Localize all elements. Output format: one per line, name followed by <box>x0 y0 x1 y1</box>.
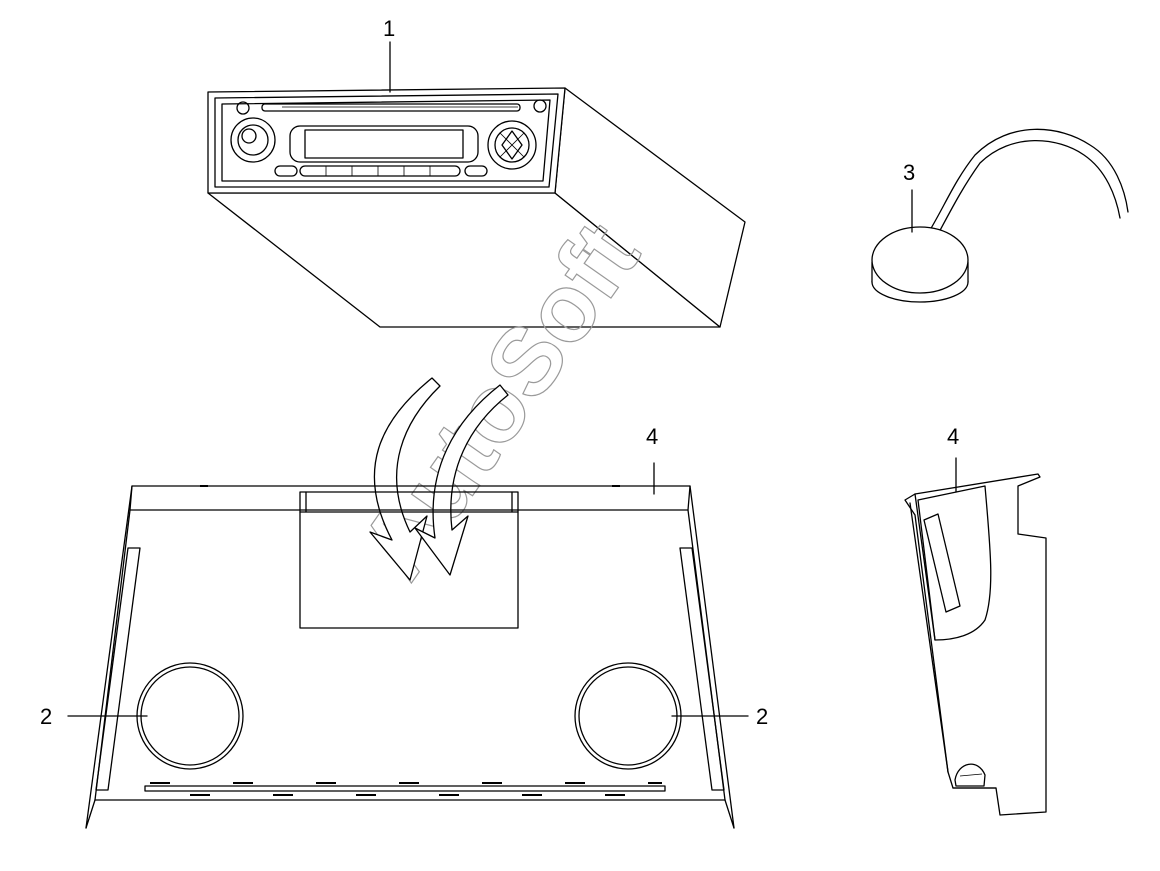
console-slot-left <box>95 547 141 791</box>
grille-strip <box>144 785 666 792</box>
console-side <box>904 473 1047 816</box>
preset-buttons-row <box>299 165 461 177</box>
screw-icon <box>533 99 547 113</box>
callout-label-2-left: 2 <box>40 704 52 729</box>
antenna-puck <box>871 226 969 294</box>
callout-4-front: 4 <box>646 424 658 495</box>
cd-slot <box>261 103 521 112</box>
callout-label-1: 1 <box>383 16 395 41</box>
callout-label-4-side: 4 <box>947 424 959 449</box>
speaker-opening-right <box>574 662 682 770</box>
speaker-opening-left <box>136 662 244 770</box>
callout-4-side: 4 <box>947 424 959 493</box>
callout-2-right: 2 <box>671 704 768 729</box>
console-slot-right <box>679 547 725 791</box>
arrow-right-icon <box>414 384 509 576</box>
radio-faceplate-bezel <box>221 99 551 182</box>
console-front <box>85 485 735 829</box>
callout-1: 1 <box>383 16 395 93</box>
radio-display <box>289 125 479 163</box>
dpad-icon <box>487 120 537 170</box>
volume-knob-inner <box>237 124 269 156</box>
callout-label-3: 3 <box>903 160 915 185</box>
radio-unit <box>207 87 746 328</box>
volume-knob-cap <box>241 128 257 144</box>
antenna-module: 3 <box>871 128 1129 303</box>
screw-icon <box>236 101 250 115</box>
console-side-recess <box>917 485 992 641</box>
console-side-slot <box>923 513 961 613</box>
callout-label-2-right: 2 <box>756 704 768 729</box>
radio-opening <box>299 491 519 629</box>
grille-marks <box>150 782 662 796</box>
callout-label-4-front: 4 <box>646 424 658 449</box>
radio-faceplate-inner <box>214 93 559 188</box>
arrow-left-icon <box>369 377 441 581</box>
console-right-edge <box>689 485 735 829</box>
volume-knob <box>230 117 276 163</box>
preset-button-icon <box>464 165 488 177</box>
antenna-cable <box>929 128 1129 231</box>
callout-2-left: 2 <box>40 704 148 729</box>
radio-display-screen <box>304 129 464 159</box>
insertion-arrows <box>369 377 509 581</box>
console-side-tab <box>954 763 986 787</box>
preset-button-icon <box>274 165 298 177</box>
console-left-edge <box>85 485 133 829</box>
console-side-body <box>904 473 1047 816</box>
